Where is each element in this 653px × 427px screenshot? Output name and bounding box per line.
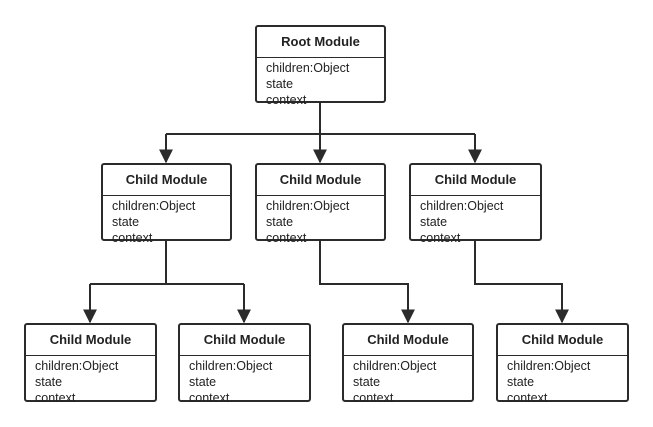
field-state: state [35,375,63,389]
module-title: Child Module [257,165,384,196]
field-children: children:Object [420,199,504,213]
field-state: state [189,375,217,389]
field-context: context [507,391,548,405]
module-title: Child Module [180,325,309,356]
child-module-box-1: Child Module children:Object state conte… [101,163,232,245]
module-title: Child Module [411,165,540,196]
module-title: Child Module [498,325,627,356]
field-children: children:Object [266,61,350,75]
field-context: context [266,93,307,107]
child-module-box-3: Child Module children:Object state conte… [409,163,542,245]
module-title: Child Module [26,325,155,356]
field-context: context [420,231,461,245]
field-children: children:Object [189,359,273,373]
field-state: state [112,215,140,229]
field-context: context [266,231,307,245]
field-children: children:Object [353,359,437,373]
module-title: Root Module [257,27,384,58]
root-module-box: Root Module children:Object state contex… [255,25,386,107]
child-module-box-2: Child Module children:Object state conte… [255,163,386,245]
grandchild-module-box-4: Child Module children:Object state conte… [496,323,629,405]
field-children: children:Object [266,199,350,213]
field-state: state [507,375,535,389]
grandchild-module-box-1: Child Module children:Object state conte… [24,323,157,405]
field-children: children:Object [112,199,196,213]
field-children: children:Object [35,359,119,373]
field-context: context [35,391,76,405]
field-state: state [353,375,381,389]
connector-child3-to-grandchild-4 [474,241,569,324]
field-state: state [266,77,294,91]
field-context: context [353,391,394,405]
grandchild-module-box-2: Child Module children:Object state conte… [178,323,311,405]
connector-child2-to-grandchild-3 [319,241,415,324]
field-state: state [266,215,294,229]
field-context: context [189,391,230,405]
module-title: Child Module [103,165,230,196]
module-title: Child Module [344,325,472,356]
field-state: state [420,215,448,229]
grandchild-module-box-3: Child Module children:Object state conte… [342,323,474,405]
field-children: children:Object [507,359,591,373]
field-context: context [112,231,153,245]
